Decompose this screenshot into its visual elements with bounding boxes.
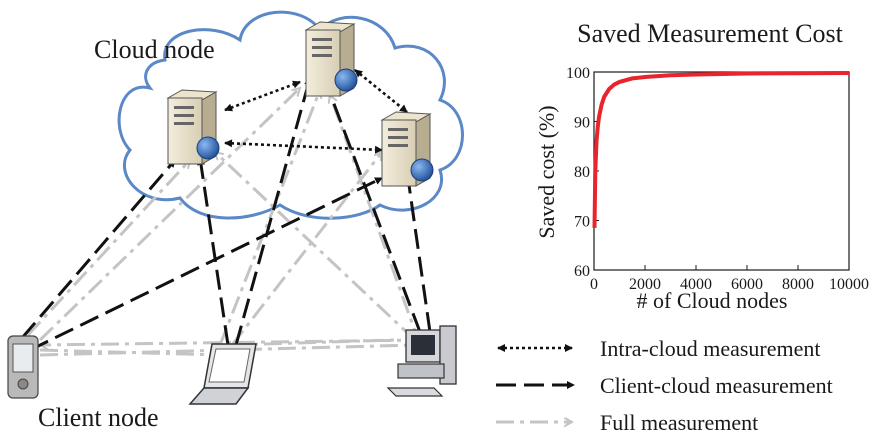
intra-cloud-lines <box>224 68 408 154</box>
series-line <box>592 71 850 228</box>
full-measurement-lines <box>26 88 426 355</box>
intra-cloud-line <box>354 68 408 114</box>
x-tick-label: 4000 <box>680 276 712 293</box>
chart-title: Saved Measurement Cost <box>577 19 844 48</box>
full-line <box>39 348 220 355</box>
legend-item-client-cloud: Client-cloud measurement <box>496 373 833 398</box>
chart-ticks: 0 2000 4000 6000 8000 10000 60 70 80 90 100 <box>566 65 869 293</box>
server-icon <box>304 21 358 97</box>
full-line <box>230 152 382 346</box>
legend-item-full: Full measurement <box>496 410 758 434</box>
legend-full-label: Full measurement <box>600 410 758 434</box>
legend: Intra-cloud measurement Client-cloud mea… <box>496 336 833 434</box>
server-icon <box>380 111 434 187</box>
full-line <box>215 152 417 342</box>
cloud-shape <box>117 10 464 220</box>
chart: Saved Measurement Cost Saved cost (%) # … <box>534 19 869 313</box>
intra-cloud-line <box>224 139 383 154</box>
desktop-icon <box>386 325 457 397</box>
globe-icon <box>410 158 434 182</box>
pda-icon <box>7 335 39 399</box>
client-cloud-line <box>405 177 432 333</box>
x-tick-label: 6000 <box>731 276 763 293</box>
client-cloud-line <box>20 159 177 339</box>
plot-frame <box>593 71 850 271</box>
client-cloud-line <box>197 157 230 346</box>
x-tick-label: 8000 <box>782 276 814 293</box>
full-line <box>38 88 300 342</box>
full-line <box>26 160 190 337</box>
y-tick-label: 70 <box>574 214 590 231</box>
client-cloud-line <box>29 176 383 352</box>
legend-client-cloud-label: Client-cloud measurement <box>600 373 833 398</box>
client-cloud-lines <box>20 77 432 352</box>
y-tick-label: 60 <box>574 263 590 280</box>
x-tick-label: 10000 <box>829 276 869 293</box>
intra-cloud-line <box>224 80 301 112</box>
x-tick-label: 2000 <box>629 276 661 293</box>
x-tick-label: 0 <box>590 276 598 293</box>
legend-intra-label: Intra-cloud measurement <box>600 336 821 361</box>
cloud-node-label: Cloud node <box>94 35 215 64</box>
y-tick-label: 100 <box>566 65 590 82</box>
full-line <box>40 338 426 345</box>
globe-icon <box>196 136 220 160</box>
chart-ylabel: Saved cost (%) <box>534 105 559 238</box>
legend-item-intra: Intra-cloud measurement <box>497 336 821 361</box>
full-line <box>229 338 396 347</box>
globe-icon <box>334 68 358 92</box>
chart-xlabel: # of Cloud nodes <box>637 288 788 313</box>
client-cloud-line <box>323 79 422 333</box>
laptop-icon <box>188 343 257 405</box>
y-tick-label: 80 <box>574 164 590 181</box>
server-icon <box>166 89 220 165</box>
y-tick-label: 90 <box>574 115 590 132</box>
client-cloud-line <box>234 77 312 346</box>
client-node-label: Client node <box>38 403 159 432</box>
